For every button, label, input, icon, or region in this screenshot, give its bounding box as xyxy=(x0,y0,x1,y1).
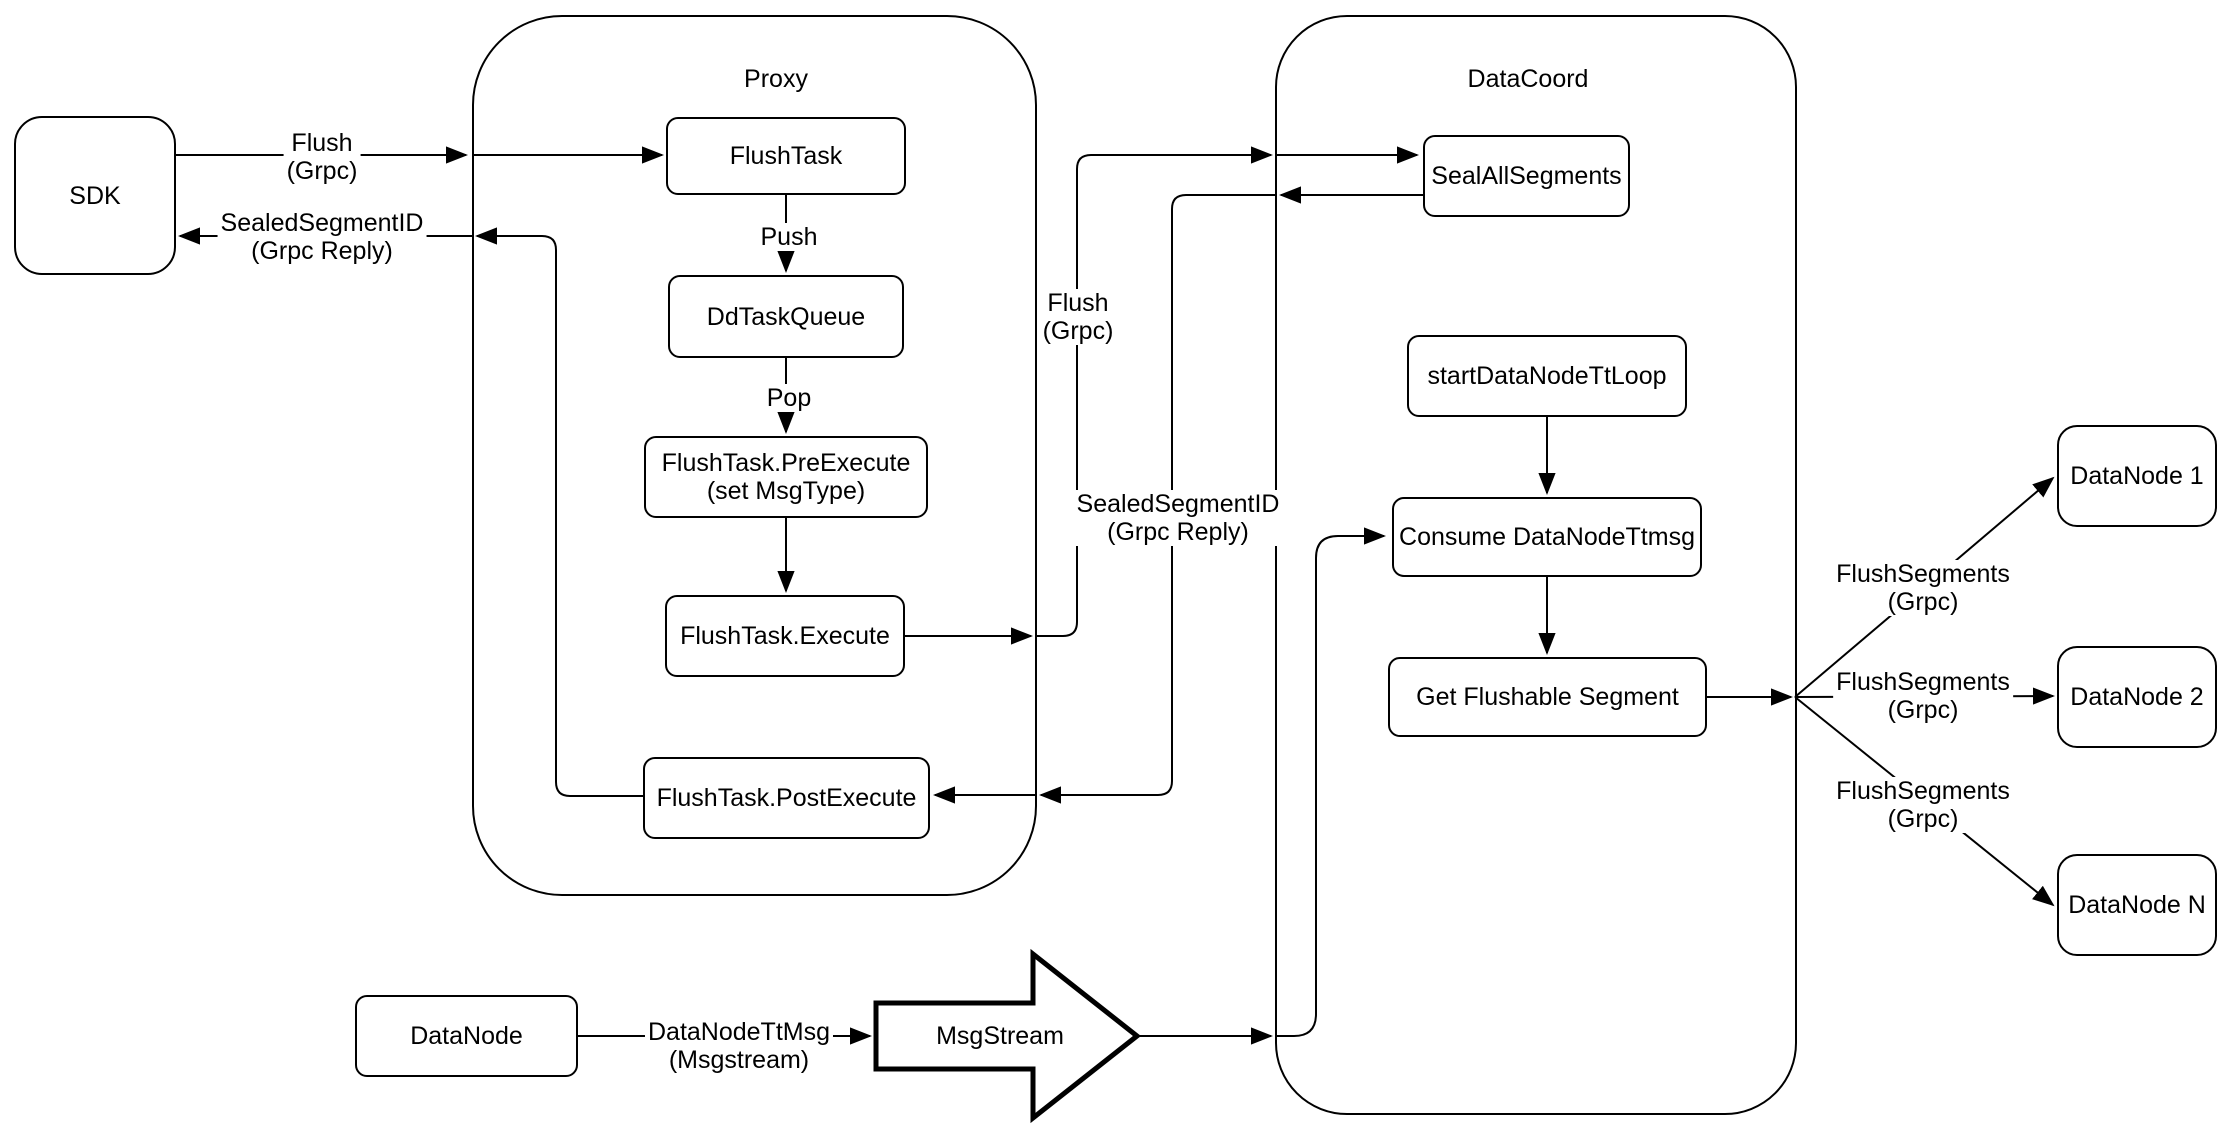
edge-label-sealedsegmentid-sdk: SealedSegmentID (Grpc Reply) xyxy=(217,209,427,265)
node-datanode-n: DataNode N xyxy=(2057,854,2217,956)
edge-datacoord-to-consume xyxy=(1277,527,1386,1037)
edge-label-sealedsegmentid-mid: SealedSegmentID (Grpc Reply) xyxy=(1073,490,1283,546)
node-sdk: SDK xyxy=(14,116,176,275)
edge-postexecute-to-proxy-edge xyxy=(475,227,643,797)
node-ddtaskqueue: DdTaskQueue xyxy=(668,275,904,358)
msgstream-label: MsgStream xyxy=(936,1022,1064,1050)
node-datanode: DataNode xyxy=(355,995,578,1077)
proxy-title: Proxy xyxy=(744,65,808,93)
proxy-container xyxy=(472,15,1037,896)
node-flushtask-preexecute: FlushTask.PreExecute (set MsgType) xyxy=(644,436,928,518)
node-datanode-2: DataNode 2 xyxy=(2057,646,2217,748)
node-get-flushable-segment: Get Flushable Segment xyxy=(1388,657,1707,737)
node-startdatanodettloop: startDataNodeTtLoop xyxy=(1407,335,1687,417)
datacoord-container xyxy=(1275,15,1797,1115)
node-flushtask: FlushTask xyxy=(666,117,906,195)
node-flushtask-postexecute: FlushTask.PostExecute xyxy=(643,757,930,839)
edge-label-flushsegments-1: FlushSegments (Grpc) xyxy=(1833,560,2013,616)
node-datanode-1: DataNode 1 xyxy=(2057,425,2217,527)
edge-flush-to-datacoord xyxy=(1037,146,1273,637)
msgstream-arrow-shape xyxy=(873,948,1142,1124)
edge-label-pop: Pop xyxy=(763,384,815,412)
node-flushtask-execute: FlushTask.Execute xyxy=(665,595,905,677)
edge-label-push: Push xyxy=(757,223,821,251)
edge-label-flushsegments-2: FlushSegments (Grpc) xyxy=(1833,668,2013,724)
node-sealallsegments: SealAllSegments xyxy=(1423,135,1630,217)
edge-label-flush-grpc-sdk: Flush (Grpc) xyxy=(283,129,361,185)
node-consume-datanodettmsg: Consume DataNodeTtmsg xyxy=(1392,497,1702,577)
datacoord-title: DataCoord xyxy=(1467,65,1589,93)
edge-label-datanodettmsg: DataNodeTtMsg (Msgstream) xyxy=(644,1018,834,1074)
edge-label-flush-grpc-mid: Flush (Grpc) xyxy=(1039,289,1117,345)
edge-label-flushsegments-3: FlushSegments (Grpc) xyxy=(1833,777,2013,833)
